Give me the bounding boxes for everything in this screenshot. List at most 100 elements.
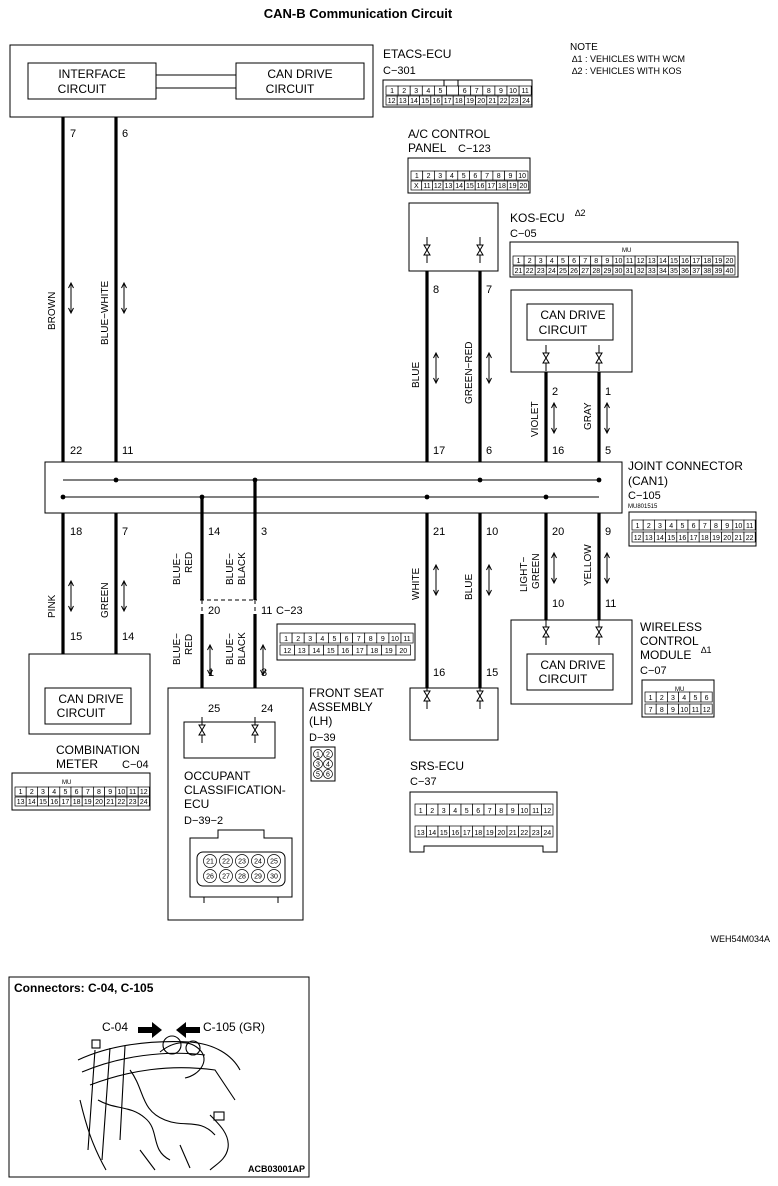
svg-text:3: 3: [308, 636, 312, 643]
svg-text:13: 13: [17, 799, 25, 806]
connector-pin: 11: [126, 786, 139, 797]
svg-text:21: 21: [509, 830, 517, 837]
svg-text:4: 4: [669, 523, 673, 530]
svg-text:7: 7: [475, 88, 479, 95]
svg-text:20: 20: [497, 830, 505, 837]
connector-pin: [446, 85, 459, 96]
kos-mu: MU: [622, 248, 631, 254]
svg-text:14: 14: [428, 830, 436, 837]
svg-text:14: 14: [656, 535, 664, 542]
svg-text:8: 8: [714, 523, 718, 530]
srs-pin-16: 16: [433, 667, 445, 679]
svg-text:22: 22: [118, 799, 126, 806]
c23-connector-box: [276, 623, 416, 661]
svg-text:13: 13: [399, 98, 407, 105]
combo-can-line1: CAN DRIVE: [58, 692, 123, 706]
svg-text:6: 6: [476, 808, 480, 815]
svg-text:7: 7: [649, 707, 653, 714]
svg-text:7: 7: [86, 789, 90, 796]
double-arrow-icon: [551, 551, 557, 585]
kos-pin-2: 2: [552, 386, 558, 398]
connector-pin: 15: [464, 180, 476, 191]
terminal-mark: [198, 717, 206, 743]
joint-pin-7: 7: [122, 526, 128, 538]
connector-pin: 21: [512, 265, 525, 276]
svg-text:25: 25: [270, 859, 278, 866]
double-arrow-icon: [433, 351, 439, 385]
seat-name2: ASSEMBLY: [309, 700, 373, 714]
connector-pin: 17: [687, 531, 700, 543]
svg-text:11: 11: [129, 789, 136, 796]
svg-text:5: 5: [316, 771, 320, 778]
joint-name: JOINT CONNECTOR: [628, 459, 743, 473]
joint-pin-17: 17: [433, 445, 445, 457]
svg-text:8: 8: [497, 173, 501, 180]
wireless-control-module: CAN DRIVE CIRCUIT 10 11 WIRELESS CONTROL…: [510, 598, 715, 718]
connector-pin: 2: [426, 803, 439, 816]
connector-pin: 16: [679, 255, 691, 266]
connector-pin: 35: [668, 265, 680, 276]
terminal-mark: [542, 619, 550, 645]
connector-pin: 31: [623, 265, 636, 276]
connector-pin: 2: [642, 519, 655, 531]
label-light-a: LIGHT−: [519, 557, 530, 592]
connector-pin: 8: [482, 85, 496, 96]
etacs-ecu: INTERFACE CIRCUIT CAN DRIVE CIRCUIT ETAC…: [9, 44, 533, 118]
svg-text:12: 12: [283, 648, 291, 655]
connector-pin: 29: [251, 869, 265, 883]
connector-pin: 8: [492, 170, 505, 181]
connector-pin: 21: [486, 95, 499, 106]
connector-pin: 13: [642, 531, 655, 543]
svg-text:9: 9: [605, 258, 609, 265]
ac-name: A/C CONTROL: [408, 127, 490, 141]
connector-pin: 28: [590, 265, 603, 276]
svg-text:11: 11: [692, 707, 699, 714]
svg-text:12: 12: [140, 789, 148, 796]
connector-pin: 8: [93, 786, 105, 797]
svg-text:17: 17: [356, 648, 364, 655]
diagram-code: WEH54M034A: [710, 934, 770, 944]
wcm-can-line2: CIRCUIT: [539, 672, 588, 686]
kos-mark: ∆2: [575, 208, 586, 218]
connector-pin: 8: [495, 803, 508, 816]
svg-text:13: 13: [298, 648, 306, 655]
svg-text:23: 23: [537, 268, 545, 275]
svg-text:12: 12: [434, 183, 442, 190]
connector-pin: 5: [434, 85, 447, 96]
connector-pin: 36: [679, 265, 691, 276]
svg-text:4: 4: [326, 761, 330, 768]
double-arrow-icon: [486, 563, 492, 597]
svg-text:8: 8: [369, 636, 373, 643]
svg-text:13: 13: [648, 258, 656, 265]
connector-pin: 17: [690, 255, 703, 266]
c23-connector: C−23: [276, 605, 303, 617]
connector-pin: 15: [419, 95, 432, 106]
svg-text:16: 16: [433, 98, 441, 105]
svg-text:2: 2: [402, 88, 406, 95]
connector-pin: 18: [472, 825, 485, 838]
svg-text:24: 24: [548, 268, 556, 275]
svg-text:11: 11: [746, 523, 753, 530]
kos-connector: C−05: [510, 228, 537, 240]
label-blue-red-b: RED: [184, 552, 195, 573]
svg-text:21: 21: [515, 268, 523, 275]
etacs-can-line2: CIRCUIT: [266, 82, 315, 96]
connector-pin: 17: [59, 796, 72, 807]
label-blue-red2-a: BLUE−: [172, 633, 183, 665]
connector-pin: 10: [678, 703, 691, 715]
svg-text:38: 38: [703, 268, 711, 275]
connector-pin: 12: [279, 644, 295, 656]
seat-name: FRONT SEAT: [309, 686, 385, 700]
connector-pin: 10: [515, 170, 529, 181]
svg-text:19: 19: [84, 799, 92, 806]
connector-pin: 26: [568, 265, 580, 276]
connector-pin: 6: [687, 519, 700, 531]
connector-pin: 8: [364, 632, 378, 644]
connector-pin: 14: [426, 825, 439, 838]
etacs-can-line1: CAN DRIVE: [267, 67, 332, 81]
connector-pin: 5: [689, 691, 702, 703]
